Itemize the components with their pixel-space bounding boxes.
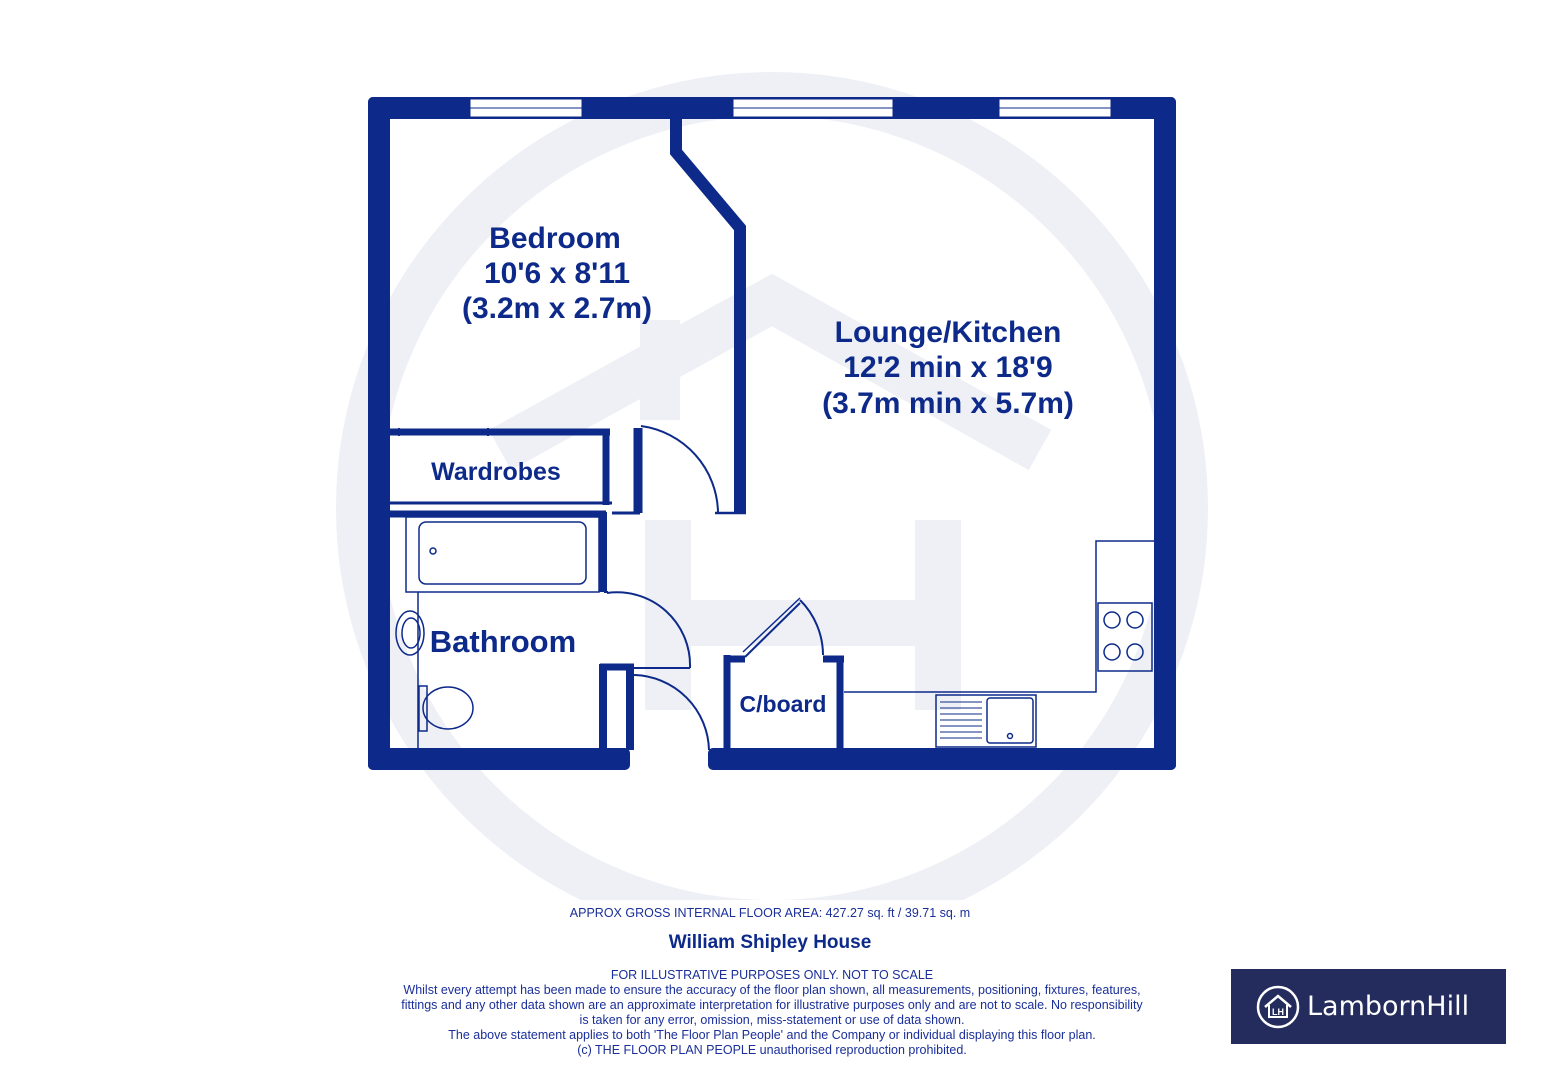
- bathroom-sink: [395, 592, 425, 748]
- bedroom-door: [612, 425, 719, 515]
- disclaimer-line: Whilst every attempt has been made to en…: [403, 983, 1141, 997]
- disclaimer-line: (c) THE FLOOR PLAN PEOPLE unauthorised r…: [577, 1043, 967, 1057]
- watermark-logo: [336, 72, 1208, 900]
- floor-area-text: APPROX GROSS INTERNAL FLOOR AREA: 427.27…: [569, 906, 971, 920]
- lounge-metric: (3.7m min x 5.7m): [822, 387, 1074, 420]
- entrance-door: [633, 674, 710, 751]
- kitchen-sink: [935, 694, 1037, 748]
- bath-tub: [405, 516, 600, 593]
- brand-name: LambornHill: [1307, 991, 1470, 1022]
- bathroom-label: Bathroom: [430, 624, 576, 659]
- disclaimer-line: is taken for any error, omission, miss-s…: [579, 1013, 965, 1027]
- disclaimer-line: FOR ILLUSTRATIVE PURPOSES ONLY. NOT TO S…: [610, 968, 934, 982]
- disclaimer-line: The above statement applies to both 'The…: [448, 1028, 1096, 1042]
- bedroom-metric: (3.2m x 2.7m): [462, 292, 652, 325]
- toilet: [418, 685, 474, 732]
- bedroom-name: Bedroom: [489, 222, 621, 255]
- bathroom-door: [604, 591, 692, 669]
- brand-logo: LH LambornHill: [1231, 969, 1506, 1044]
- lounge-imperial: 12'2 min x 18'9: [843, 351, 1052, 384]
- bedroom-imperial: 10'6 x 8'11: [484, 257, 630, 290]
- lounge-name: Lounge/Kitchen: [835, 316, 1062, 349]
- wardrobes-unit: [389, 428, 612, 505]
- cupboard-label: C/board: [740, 691, 827, 717]
- floor-plan: Bedroom 10'6 x 8'11 (3.2m x 2.7m) Lounge…: [336, 72, 1208, 900]
- cupboard-walls: [723, 597, 844, 750]
- hob: [1097, 602, 1153, 672]
- brand-mark: LH: [1272, 1007, 1284, 1017]
- windows: [469, 98, 1112, 118]
- property-name: William Shipley House: [668, 932, 872, 953]
- kitchen-counter: [844, 540, 1155, 693]
- disclaimer: FOR ILLUSTRATIVE PURPOSES ONLY. NOT TO S…: [0, 968, 1544, 1058]
- disclaimer-line: fittings and any other data shown are an…: [401, 998, 1143, 1012]
- house-logo-icon: LH: [1256, 985, 1300, 1028]
- bedroom-partition: [670, 118, 746, 515]
- wardrobes-label: Wardrobes: [431, 458, 561, 486]
